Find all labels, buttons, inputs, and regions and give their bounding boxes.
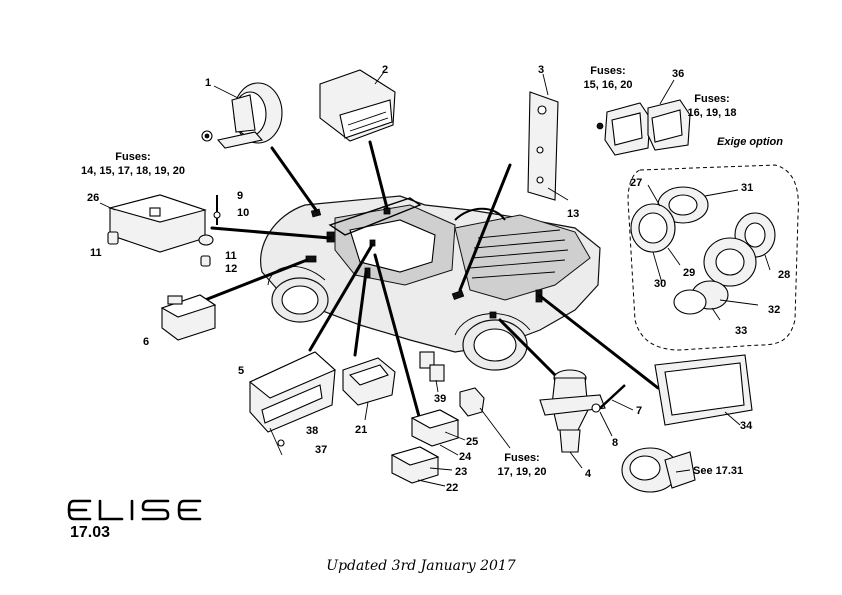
fuse-notes: Fuses: 14, 15, 17, 18, 19, 20 Fuses: 15,…	[81, 65, 783, 478]
callout-labels: 1 2 3 4 5 6 7 8 9 10 11 11 12 13 21 22 2…	[87, 64, 790, 494]
callout-23: 23	[455, 466, 467, 478]
callout-34: 34	[740, 420, 753, 432]
part-39-relays	[419, 351, 445, 393]
elise-logo	[67, 499, 202, 521]
footer-note: Updated 3rd January 2017	[326, 558, 516, 574]
part-3-plate	[527, 73, 569, 201]
callout-26: 26	[87, 192, 99, 204]
callout-36: 36	[672, 68, 684, 80]
see-reference-label: See 17.31	[693, 465, 743, 477]
callout-5: 5	[238, 365, 244, 377]
part-21-connector	[342, 357, 396, 421]
fuse-note-top-middle-values: 15, 16, 20	[584, 79, 633, 91]
callout-9: 9	[237, 190, 243, 202]
fuse-note-top-right-values: 16, 19, 18	[688, 107, 737, 119]
callout-8: 8	[612, 437, 618, 449]
fuse-note-top-middle-title: Fuses:	[590, 65, 625, 77]
part-1-horn	[201, 82, 283, 149]
callout-24: 24	[459, 451, 472, 463]
callout-12: 12	[225, 263, 237, 275]
callout-21: 21	[355, 424, 367, 436]
fuse-note-top-right-title: Fuses:	[694, 93, 729, 105]
callout-10: 10	[237, 207, 249, 219]
callout-3: 3	[538, 64, 544, 76]
part-26-relay-box	[99, 194, 221, 267]
callout-13: 13	[567, 208, 579, 220]
fuse-note-bottom-title: Fuses:	[504, 452, 539, 464]
callout-1: 1	[205, 77, 211, 89]
page-number: 17.03	[70, 524, 111, 541]
callout-37: 37	[315, 444, 327, 456]
callout-32: 32	[768, 304, 780, 316]
callout-11b: 11	[225, 250, 237, 262]
exige-option-label: Exige option	[717, 136, 783, 148]
callout-7: 7	[636, 405, 642, 417]
callout-4: 4	[585, 468, 592, 480]
callout-29: 29	[683, 267, 695, 279]
fuse-note-left-title: Fuses:	[115, 151, 150, 163]
callout-33: 33	[735, 325, 747, 337]
part-4-ignition-switch	[539, 369, 696, 493]
fuse-note-left-values: 14, 15, 17, 18, 19, 20	[81, 165, 185, 177]
callout-31: 31	[741, 182, 753, 194]
exige-option-box	[627, 164, 799, 351]
callout-25: 25	[466, 436, 478, 448]
fuse-note-bottom-values: 17, 19, 20	[498, 466, 547, 478]
part-22-25-relay-stacks	[390, 387, 511, 487]
part-6-module	[160, 294, 217, 341]
callout-38: 38	[306, 425, 318, 437]
callout-27: 27	[630, 177, 642, 189]
callout-28: 28	[778, 269, 790, 281]
part-36-fuse-holders	[596, 79, 691, 156]
part-2-relay	[319, 69, 396, 142]
car-body	[260, 195, 601, 371]
part-34-module	[654, 354, 753, 426]
callout-39: 39	[434, 393, 446, 405]
callout-11: 11	[90, 247, 102, 259]
callout-30: 30	[654, 278, 666, 290]
part-5-ecu	[248, 351, 337, 456]
callout-6: 6	[143, 336, 149, 348]
pointer-lines	[203, 140, 660, 422]
callout-2: 2	[382, 64, 388, 76]
callout-22: 22	[446, 482, 458, 494]
